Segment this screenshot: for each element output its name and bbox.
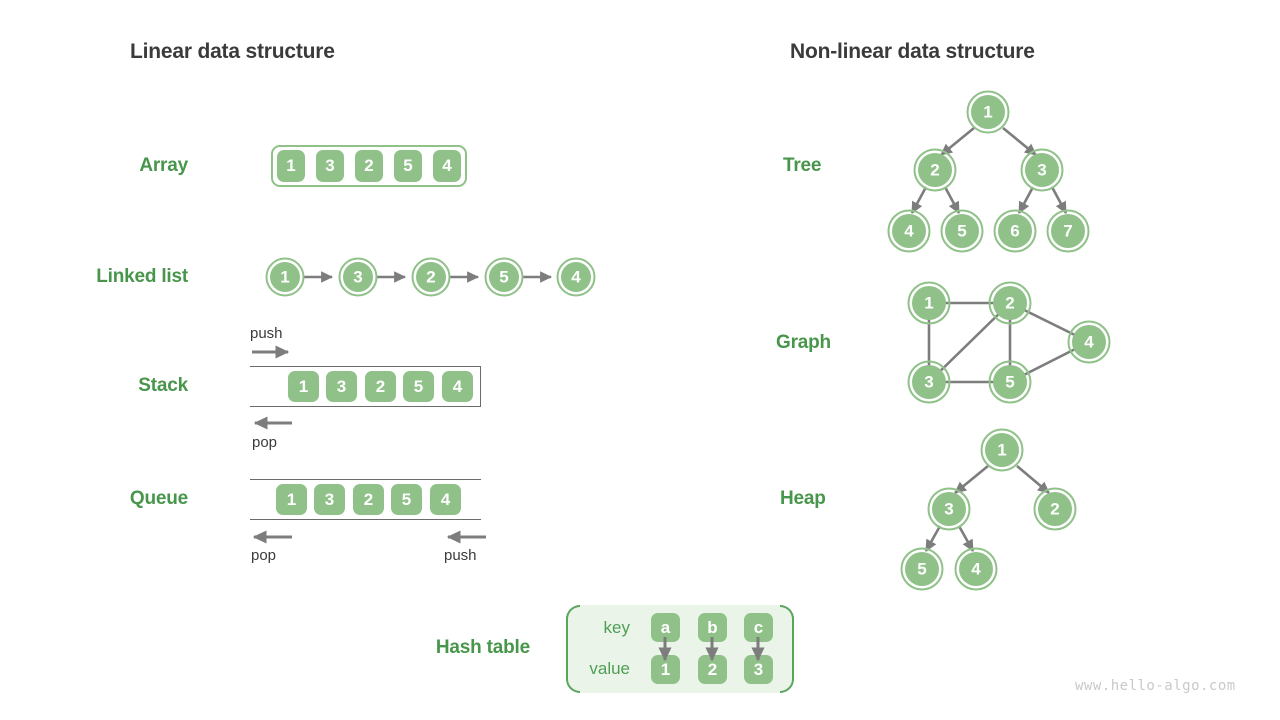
array-cell[interactable]: 1 xyxy=(277,150,305,182)
stack-cell[interactable]: 5 xyxy=(403,371,434,402)
node-value: 2 xyxy=(1050,500,1059,519)
hash-key-cell[interactable]: b xyxy=(698,613,727,642)
row-label-stack: Stack xyxy=(138,375,188,396)
array-frame xyxy=(271,145,467,187)
stack-cell[interactable]: 4 xyxy=(442,371,473,402)
linked-list-node[interactable]: 1 xyxy=(265,257,305,297)
graph-graphic: 1 2 3 4 5 xyxy=(907,281,1111,404)
hash-key-cell[interactable]: c xyxy=(744,613,773,642)
node-value: 1 xyxy=(997,441,1006,460)
node-value: 4 xyxy=(571,268,581,287)
queue-cell[interactable]: 3 xyxy=(314,484,345,515)
tree-node[interactable]: 3 xyxy=(1020,148,1064,192)
node-value: 4 xyxy=(1084,333,1094,352)
tree-node[interactable]: 5 xyxy=(940,209,984,253)
stack-frame xyxy=(250,366,481,407)
queue-cell[interactable]: 2 xyxy=(353,484,384,515)
tree-graphic: 1 2 3 4 5 xyxy=(887,90,1090,253)
node-value: 7 xyxy=(1063,222,1072,241)
row-label-hash-table: Hash table xyxy=(435,637,530,658)
row-label-array: Array xyxy=(139,155,188,176)
row-label-graph: Graph xyxy=(776,332,831,353)
tree-node[interactable]: 6 xyxy=(993,209,1037,253)
array-cell[interactable]: 4 xyxy=(433,150,461,182)
node-value: 3 xyxy=(1037,161,1046,180)
array-cell[interactable]: 2 xyxy=(355,150,383,182)
tree-node[interactable]: 2 xyxy=(913,148,957,192)
stack-pop-label: pop xyxy=(252,434,278,451)
array-cell[interactable]: 3 xyxy=(316,150,344,182)
row-label-queue: Queue xyxy=(129,488,188,509)
linked-list-node[interactable]: 2 xyxy=(411,257,451,297)
heap-graphic: 1 3 2 5 4 xyxy=(900,428,1077,591)
node-value: 1 xyxy=(280,268,289,287)
linked-list-node[interactable]: 5 xyxy=(484,257,524,297)
queue-cell[interactable]: 5 xyxy=(391,484,422,515)
array-cell[interactable]: 5 xyxy=(394,150,422,182)
stack-cell[interactable]: 1 xyxy=(288,371,319,402)
node-value: 3 xyxy=(944,500,953,519)
node-value: 1 xyxy=(983,103,992,122)
heap-node[interactable]: 4 xyxy=(954,547,998,591)
stack-push-label: push xyxy=(250,325,283,342)
queue-pop-label: pop xyxy=(251,547,277,564)
heap-node[interactable]: 3 xyxy=(927,487,971,531)
hash-table-right-bracket xyxy=(780,605,794,693)
nonlinear-section-title: Non-linear data structure xyxy=(790,40,1035,63)
linked-list-node[interactable]: 3 xyxy=(338,257,378,297)
stack-cell[interactable]: 3 xyxy=(326,371,357,402)
hash-value-label: value xyxy=(589,659,630,678)
node-value: 3 xyxy=(924,373,933,392)
row-label-tree: Tree xyxy=(783,155,822,176)
node-value: 1 xyxy=(924,294,933,313)
node-value: 4 xyxy=(971,560,981,579)
graph-node[interactable]: 1 xyxy=(907,281,951,325)
hash-key-label: key xyxy=(603,618,630,637)
tree-node[interactable]: 1 xyxy=(966,90,1010,134)
hash-key-cell[interactable]: a xyxy=(651,613,680,642)
hash-value-cell[interactable]: 2 xyxy=(698,655,727,684)
heap-node[interactable]: 5 xyxy=(900,547,944,591)
queue-cell[interactable]: 1 xyxy=(276,484,307,515)
linked-list-node[interactable]: 4 xyxy=(556,257,596,297)
node-value: 5 xyxy=(917,560,926,579)
node-value: 3 xyxy=(353,268,362,287)
graph-node[interactable]: 3 xyxy=(907,360,951,404)
queue-frame xyxy=(250,479,481,520)
node-value: 2 xyxy=(1005,294,1014,313)
hash-value-cell[interactable]: 3 xyxy=(744,655,773,684)
tree-node[interactable]: 7 xyxy=(1046,209,1090,253)
node-value: 5 xyxy=(957,222,966,241)
stack-cell[interactable]: 2 xyxy=(365,371,396,402)
node-value: 2 xyxy=(930,161,939,180)
queue-push-label: push xyxy=(444,547,477,564)
graph-node[interactable]: 5 xyxy=(988,360,1032,404)
tree-node[interactable]: 4 xyxy=(887,209,931,253)
row-label-linked-list: Linked list xyxy=(96,266,188,287)
graph-node[interactable]: 2 xyxy=(988,281,1032,325)
node-value: 5 xyxy=(1005,373,1014,392)
node-value: 6 xyxy=(1010,222,1019,241)
queue-cell[interactable]: 4 xyxy=(430,484,461,515)
node-value: 5 xyxy=(499,268,508,287)
linear-section-title: Linear data structure xyxy=(130,40,335,63)
graph-node[interactable]: 4 xyxy=(1067,320,1111,364)
heap-node[interactable]: 1 xyxy=(980,428,1024,472)
linked-list-graphic: 1 3 2 5 4 xyxy=(265,257,596,297)
node-value: 2 xyxy=(426,268,435,287)
watermark: www.hello-algo.com xyxy=(1075,678,1236,694)
node-value: 4 xyxy=(904,222,914,241)
row-label-heap: Heap xyxy=(780,488,826,509)
hash-value-cell[interactable]: 1 xyxy=(651,655,680,684)
heap-node[interactable]: 2 xyxy=(1033,487,1077,531)
